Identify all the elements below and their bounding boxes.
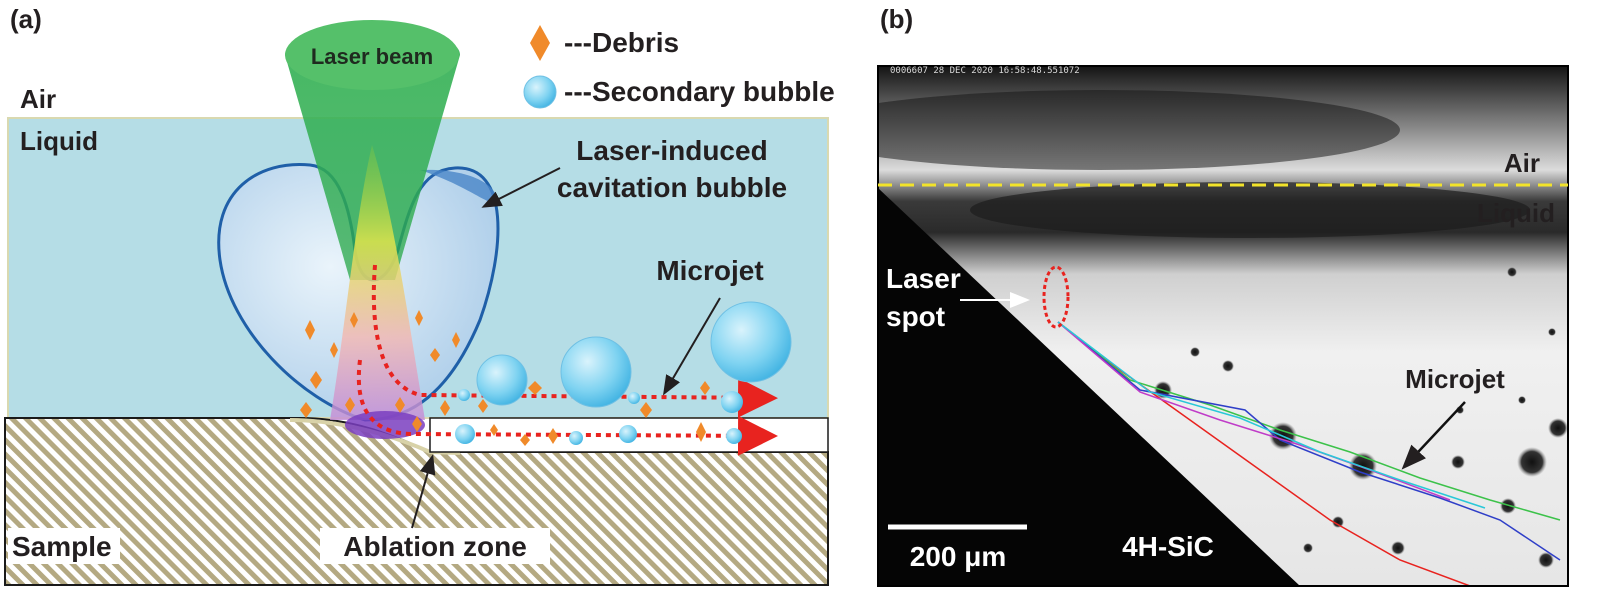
legend-bubble-icon (523, 75, 557, 109)
panel-b-liquid-label: Liquid (1477, 198, 1555, 228)
material-label: 4H-SiC (1122, 531, 1214, 562)
panel-a-air-label: Air (20, 84, 56, 114)
cavitation-label-line2: cavitation bubble (557, 172, 787, 203)
panel-b: (b) (877, 4, 1569, 587)
panel-a-letter: (a) (10, 4, 42, 34)
microjet-tracks (1057, 321, 1561, 586)
legend-debris-icon (530, 25, 550, 61)
panel-b-letter: (b) (880, 4, 913, 34)
cavitation-label-line1: Laser-induced (576, 135, 767, 166)
track-cyan (1057, 321, 1486, 509)
secondary-bubbles (455, 301, 792, 445)
legend-debris-label: ---Debris (564, 27, 679, 58)
panel-b-microjet-label: Microjet (1405, 364, 1505, 394)
panel-b-microjet-pointer (1401, 401, 1466, 470)
ablation-spot (345, 411, 425, 439)
legend-bubble-label: ---Secondary bubble (564, 76, 835, 107)
panel-a: (a) Laser beam (4, 4, 835, 586)
sample-label: Sample (12, 531, 112, 562)
laser-beam-label: Laser beam (311, 44, 433, 69)
debris-particles (300, 310, 710, 446)
track-magenta (1057, 321, 1451, 501)
ablation-label: Ablation zone (343, 531, 527, 562)
sic-wedge (878, 188, 1300, 586)
ablation-pointer (411, 454, 436, 529)
laser-spot-marker (1042, 265, 1070, 329)
laser-plume (330, 145, 425, 420)
track-blue (1057, 321, 1561, 561)
scale-bar-label: 200 μm (910, 541, 1007, 572)
panel-a-liquid-label: Liquid (20, 126, 98, 156)
panel-a-microjet-label: Microjet (656, 255, 763, 286)
microjet-path-upper (371, 264, 778, 418)
laser-spot-label-line1: Laser (886, 263, 961, 294)
panel-b-air-label: Air (1504, 148, 1540, 178)
cavitation-pointer (481, 167, 561, 208)
panel-a-microjet-pointer (662, 297, 721, 396)
photo-timestamp: 0006607 28 DEC 2020 16:58:48.551072 (890, 66, 1080, 76)
legend: ---Debris ---Secondary bubble (523, 25, 835, 109)
track-green (1057, 321, 1561, 521)
laser-spot-label-line2: spot (886, 301, 945, 332)
microjet-path-lower (356, 359, 778, 456)
